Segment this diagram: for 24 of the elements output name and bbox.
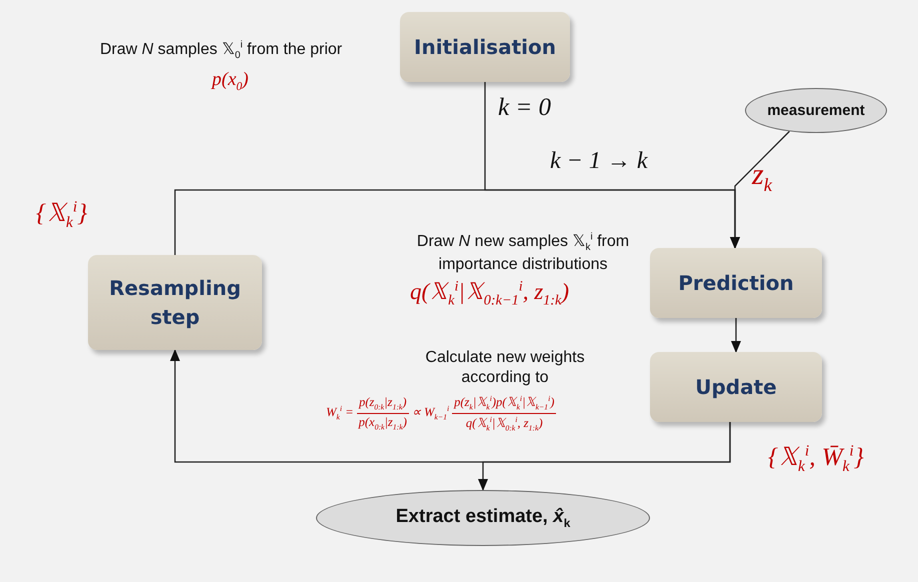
- math-expression: {𝕏$_{k}$$^{i}$, W̄$_{k}$$^{i}$}: [768, 442, 864, 477]
- arrow: [174, 189, 740, 255]
- fraction-numerator: p(z$_{0:k}$|z$_{1:k}$): [356, 395, 409, 414]
- process-box: Initialisation: [400, 12, 570, 82]
- arrow: [731, 318, 741, 353]
- fraction-numerator: p(z$_{k}$|𝕏$_{k}$$^{i}$)p(𝕏$_{k}$$^{i}$|𝕏$_{k−1}$$^{i}$): [452, 394, 556, 414]
- math-expression: W$_{k}$$^{i}$ =: [326, 404, 354, 422]
- math-expression: k = 0: [498, 93, 551, 123]
- fraction-denominator: q(𝕏$_{k}$$^{i}$|𝕏$_{0:k}$$^{i}$, z$_{1:k}$): [464, 414, 544, 432]
- process-box: Update: [650, 352, 822, 422]
- process-box: Prediction: [650, 248, 822, 318]
- math-expression: q(𝕏$_{k}$$^{i}$|𝕏$_{0:k−1}$$^{i}$, z$_{1:k}$): [410, 278, 570, 310]
- input-ellipse: measurement: [745, 88, 887, 133]
- instruction-text: Draw N samples 𝕏$_{0}$$^{i}$ from the prior: [100, 40, 342, 63]
- fraction-denominator: p(x$_{0:k}$|z$_{1:k}$): [357, 414, 408, 432]
- arrow: [478, 422, 731, 491]
- math-expression: {𝕏$_{k}$$^{i}$}: [36, 198, 88, 233]
- math-expression: z$_{k}$: [752, 157, 772, 198]
- process-box: Resampling step: [88, 255, 262, 350]
- instruction-text: Calculate new weights according to: [424, 348, 586, 388]
- math-expression: p(x$_{0}$): [212, 68, 248, 95]
- output-ellipse: Extract estimate, x̂$_{k}$: [316, 490, 650, 546]
- math-expression: k − 1 → k: [550, 147, 648, 176]
- instruction-text: Draw N new samples 𝕏$_{k}$$^{i}$ from importance distributions: [416, 232, 630, 275]
